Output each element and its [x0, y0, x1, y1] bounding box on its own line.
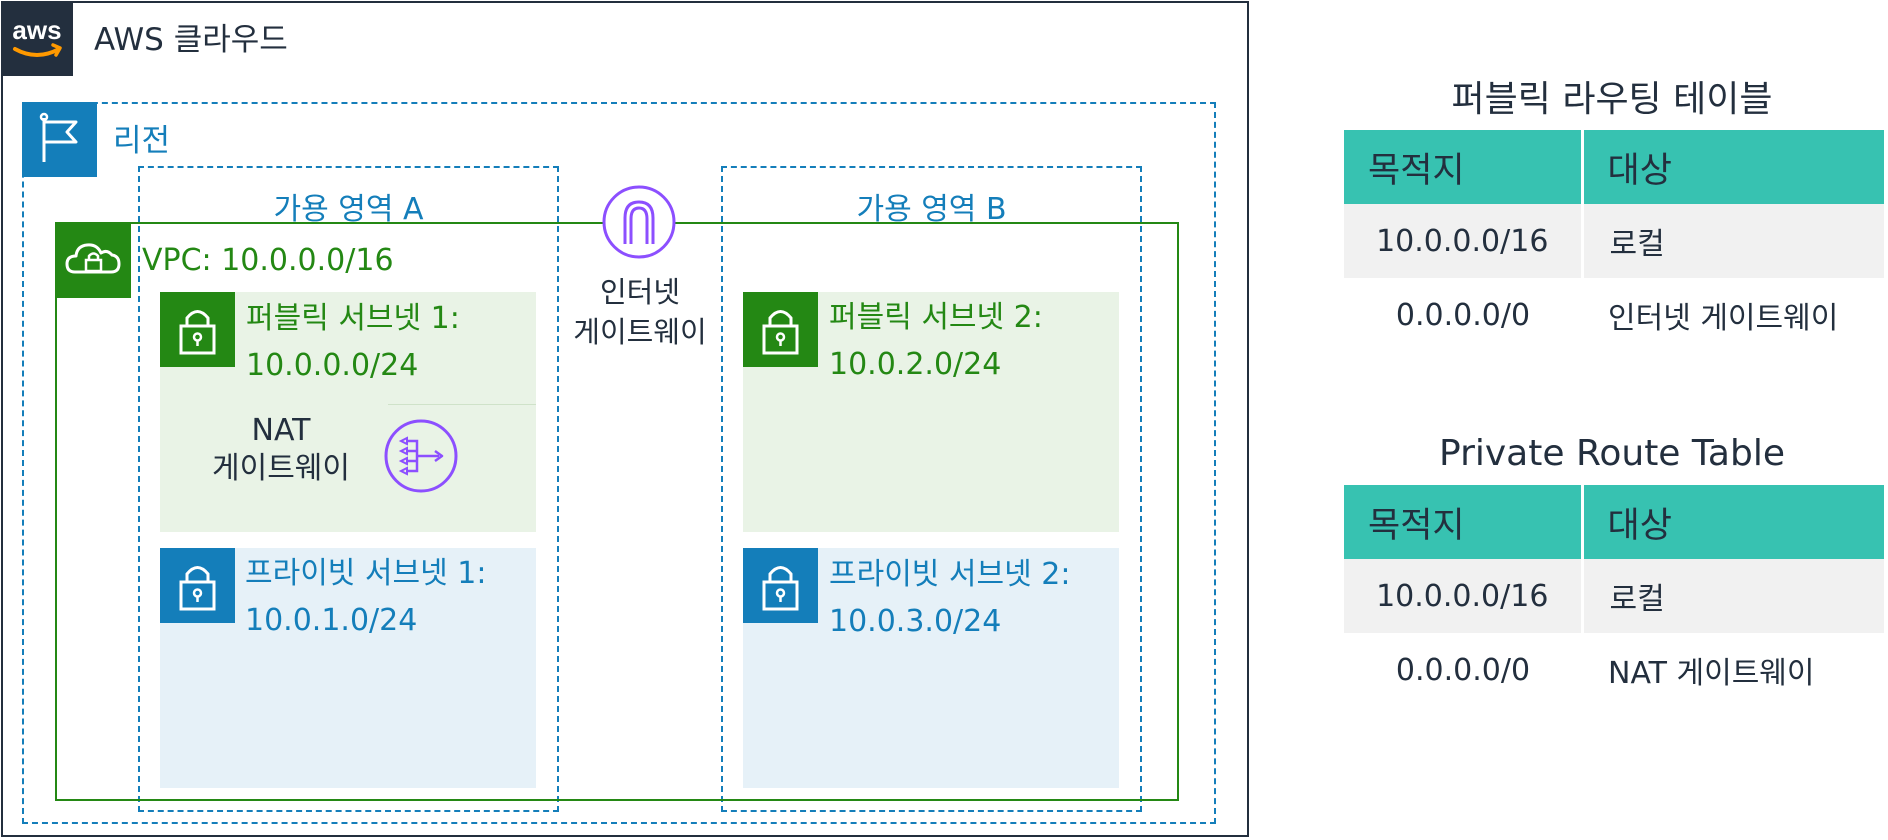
aws-cloud-frame	[1, 1, 1249, 837]
divider	[388, 404, 536, 405]
public-route-table: 목적지 대상 10.0.0.0/16 로컬 0.0.0.0/0 인터넷 게이트웨…	[1344, 130, 1884, 352]
table-row: 10.0.0.0/16 로컬	[1344, 204, 1884, 278]
table-row: 10.0.0.0/16 로컬	[1344, 559, 1884, 633]
private-subnet-1-label: 프라이빗 서브넷 1: 10.0.1.0/24	[245, 550, 486, 644]
public-subnet-2-label: 퍼블릭 서브넷 2: 10.0.2.0/24	[829, 294, 1043, 388]
internet-gateway-label: 인터넷 게이트웨이	[559, 272, 721, 352]
region-label: 리전	[113, 123, 171, 159]
nat-gateway-label-line1: NAT	[251, 413, 311, 448]
availability-zone-b-label: 가용 영역 B	[856, 192, 1007, 227]
private-route-table-title: Private Route Table	[1439, 433, 1785, 474]
private-route-table: 목적지 대상 10.0.0.0/16 로컬 0.0.0.0/0 NAT 게이트웨…	[1344, 485, 1884, 707]
aws-logo-icon: aws	[1, 1, 73, 76]
nat-gateway-icon	[383, 418, 459, 494]
private-subnet-2-label: 프라이빗 서브넷 2: 10.0.3.0/24	[829, 551, 1070, 645]
public-subnet-1-label: 퍼블릭 서브넷 1: 10.0.0.0/24	[246, 295, 460, 389]
destination-cell: 0.0.0.0/0	[1395, 652, 1531, 688]
table-row: 0.0.0.0/0 NAT 게이트웨이	[1344, 633, 1884, 707]
target-cell: NAT 게이트웨이	[1608, 656, 1815, 691]
lock-icon	[743, 292, 818, 367]
column-header-destination: 목적지	[1344, 485, 1584, 559]
availability-zone-b	[721, 166, 1142, 812]
svg-text:aws: aws	[12, 15, 61, 45]
lock-icon	[743, 548, 818, 623]
public-subnet-1-cidr: 10.0.0.0/24	[246, 348, 419, 383]
private-subnet-1-cidr: 10.0.1.0/24	[245, 603, 418, 638]
lock-icon	[160, 292, 235, 367]
availability-zone-a	[138, 166, 559, 812]
availability-zone-a-label: 가용 영역 A	[273, 192, 424, 227]
table-row: 0.0.0.0/0 인터넷 게이트웨이	[1344, 278, 1884, 352]
lock-icon	[160, 548, 235, 623]
destination-cell: 10.0.0.0/16	[1344, 204, 1584, 278]
internet-gateway-label-line2: 게이트웨이	[573, 315, 707, 349]
destination-cell: 0.0.0.0/0	[1395, 297, 1531, 333]
public-route-table-title: 퍼블릭 라우팅 테이블	[1451, 79, 1773, 120]
private-subnet-2-cidr: 10.0.3.0/24	[829, 604, 1002, 639]
nat-gateway-label-line2: 게이트웨이	[212, 451, 350, 486]
column-header-target: 대상	[1582, 130, 1884, 204]
internet-gateway-label-line1: 인터넷	[599, 275, 681, 309]
column-header-destination: 목적지	[1344, 130, 1584, 204]
flag-icon	[22, 102, 97, 177]
private-subnet-2-name: 프라이빗 서브넷 2:	[829, 557, 1071, 592]
column-header-target: 대상	[1582, 485, 1884, 559]
public-subnet-2-cidr: 10.0.2.0/24	[829, 347, 1002, 382]
table-header-row: 목적지 대상	[1344, 130, 1884, 204]
public-subnet-1-name: 퍼블릭 서브넷 1:	[246, 301, 460, 336]
target-cell: 로컬	[1582, 559, 1884, 633]
cloud-lock-icon	[55, 222, 131, 298]
region-frame	[22, 102, 1216, 824]
internet-gateway-icon	[601, 184, 677, 260]
target-cell: 로컬	[1582, 204, 1884, 278]
vpc-label: VPC: 10.0.0.0/16	[142, 243, 394, 278]
target-cell: 인터넷 게이트웨이	[1608, 301, 1839, 336]
nat-gateway-label: NAT 게이트웨이	[196, 412, 366, 488]
cloud-title: AWS 클라우드	[94, 22, 288, 58]
destination-cell: 10.0.0.0/16	[1344, 559, 1584, 633]
private-subnet-1-name: 프라이빗 서브넷 1:	[245, 556, 487, 591]
table-header-row: 목적지 대상	[1344, 485, 1884, 559]
public-subnet-2-name: 퍼블릭 서브넷 2:	[829, 300, 1043, 335]
